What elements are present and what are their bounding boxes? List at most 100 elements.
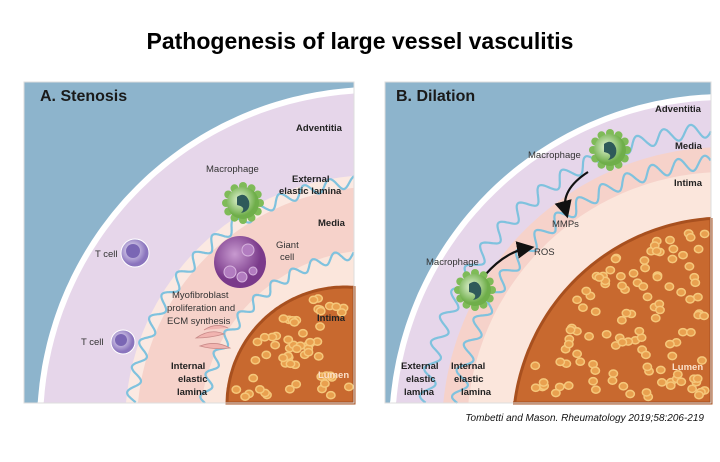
red-blood-cell	[270, 340, 281, 350]
red-blood-cell	[581, 286, 592, 296]
red-blood-cell	[336, 308, 347, 317]
red-blood-cell	[668, 244, 679, 254]
red-blood-cell	[651, 246, 662, 256]
panel-a-title: A. Stenosis	[40, 88, 127, 105]
label-giant-cell: Giant	[276, 240, 299, 251]
red-blood-cell	[278, 314, 289, 323]
label-intima: Intima	[674, 178, 703, 189]
red-blood-cell	[607, 376, 618, 385]
panel-dilation	[385, 82, 713, 405]
red-blood-cell	[259, 332, 270, 342]
label-adventitia: Adventitia	[655, 104, 702, 115]
red-blood-cell	[572, 349, 583, 359]
red-blood-cell	[699, 311, 709, 321]
macrophage-nucleus	[604, 141, 617, 160]
arrow-macrophage-to-mmps	[554, 171, 589, 219]
red-blood-cell	[285, 359, 296, 369]
red-blood-cell	[608, 369, 619, 378]
red-blood-cell	[690, 278, 701, 288]
red-blood-cell	[642, 292, 653, 302]
red-blood-cell	[621, 308, 632, 318]
label-macrophage: Macrophage	[206, 164, 259, 175]
label-myofibroblast: Myofibroblast	[172, 290, 229, 301]
label-iel: elastic	[454, 374, 484, 385]
label-t-cell: T cell	[81, 337, 104, 348]
red-blood-cell	[584, 332, 595, 341]
red-blood-cell	[652, 272, 663, 282]
label-iel: Internal	[451, 361, 485, 372]
myofibroblast-cells	[194, 325, 232, 350]
red-blood-cell	[672, 369, 683, 379]
macrophage-cell	[589, 129, 631, 171]
red-blood-cell	[687, 384, 698, 394]
giant-cell-nucleus	[223, 265, 237, 279]
macrophage-cell	[222, 182, 264, 224]
red-blood-cell	[319, 379, 330, 388]
red-blood-cell	[555, 357, 566, 367]
red-blood-cell	[305, 337, 316, 347]
red-blood-cell	[655, 365, 666, 375]
red-blood-cell	[638, 282, 649, 291]
panel-stenosis	[24, 82, 356, 405]
internal-elastic-lamina	[451, 154, 712, 404]
red-blood-cell	[594, 273, 605, 282]
panel-b-title: B. Dilation	[396, 88, 475, 105]
red-blood-cell	[676, 377, 687, 387]
label-iel: Internal	[171, 361, 205, 372]
giant-cell	[214, 236, 266, 288]
external-elastic-lamina	[125, 175, 355, 404]
red-blood-cell	[601, 329, 612, 339]
red-blood-cell	[618, 381, 629, 391]
red-blood-cell	[625, 389, 636, 399]
red-blood-cell	[615, 271, 626, 281]
red-blood-cell	[617, 281, 628, 291]
red-blood-cell	[325, 390, 336, 400]
red-blood-cell	[284, 384, 295, 394]
label-lumen: Lumen	[318, 370, 349, 381]
label-intima: Intima	[317, 313, 346, 324]
macrophage-nucleus	[237, 194, 250, 213]
label-iel: elastic	[178, 374, 208, 385]
giant-cell-nucleus	[236, 271, 248, 283]
red-blood-cell	[685, 328, 696, 337]
red-blood-cell	[616, 315, 627, 325]
red-blood-cell	[642, 362, 653, 372]
cells	[110, 129, 631, 355]
label-iel: lamina	[461, 387, 492, 398]
macrophage-cell	[454, 269, 496, 311]
red-blood-cell	[530, 383, 541, 393]
panel-a-border	[23, 81, 355, 404]
label-iel: lamina	[177, 387, 208, 398]
t-cell-nucleus	[115, 334, 127, 346]
red-blood-cell	[667, 351, 678, 361]
red-blood-cell	[590, 307, 601, 317]
red-blood-cell	[297, 328, 308, 338]
label-macrophage: Macrophage	[528, 150, 581, 161]
red-blood-cell	[628, 269, 639, 278]
label-lumen: Lumen	[672, 362, 703, 373]
t-cell-nucleus	[126, 244, 140, 258]
red-blood-cell	[331, 302, 342, 312]
red-blood-cell	[697, 356, 707, 365]
red-blood-cell	[283, 335, 294, 345]
red-blood-cell	[308, 295, 319, 305]
red-blood-cell	[685, 233, 696, 242]
red-blood-cell	[692, 374, 703, 384]
red-blood-cell	[699, 229, 710, 239]
red-blood-cell	[665, 381, 676, 390]
label-ros: ROS	[534, 247, 555, 258]
internal-elastic-lamina	[199, 251, 355, 404]
red-blood-cell	[684, 262, 695, 271]
red-blood-cell	[563, 381, 574, 390]
red-blood-cell	[667, 254, 678, 264]
label-eel: elastic lamina	[279, 186, 342, 197]
red-blood-cell	[530, 361, 541, 371]
red-blood-cell	[315, 322, 325, 331]
label-eel: External	[401, 361, 439, 372]
red-blood-cell	[577, 303, 588, 312]
red-blood-cell	[610, 254, 621, 264]
label-eel: External	[292, 174, 330, 185]
myofibroblast	[194, 325, 232, 350]
red-blood-cell	[677, 327, 688, 337]
